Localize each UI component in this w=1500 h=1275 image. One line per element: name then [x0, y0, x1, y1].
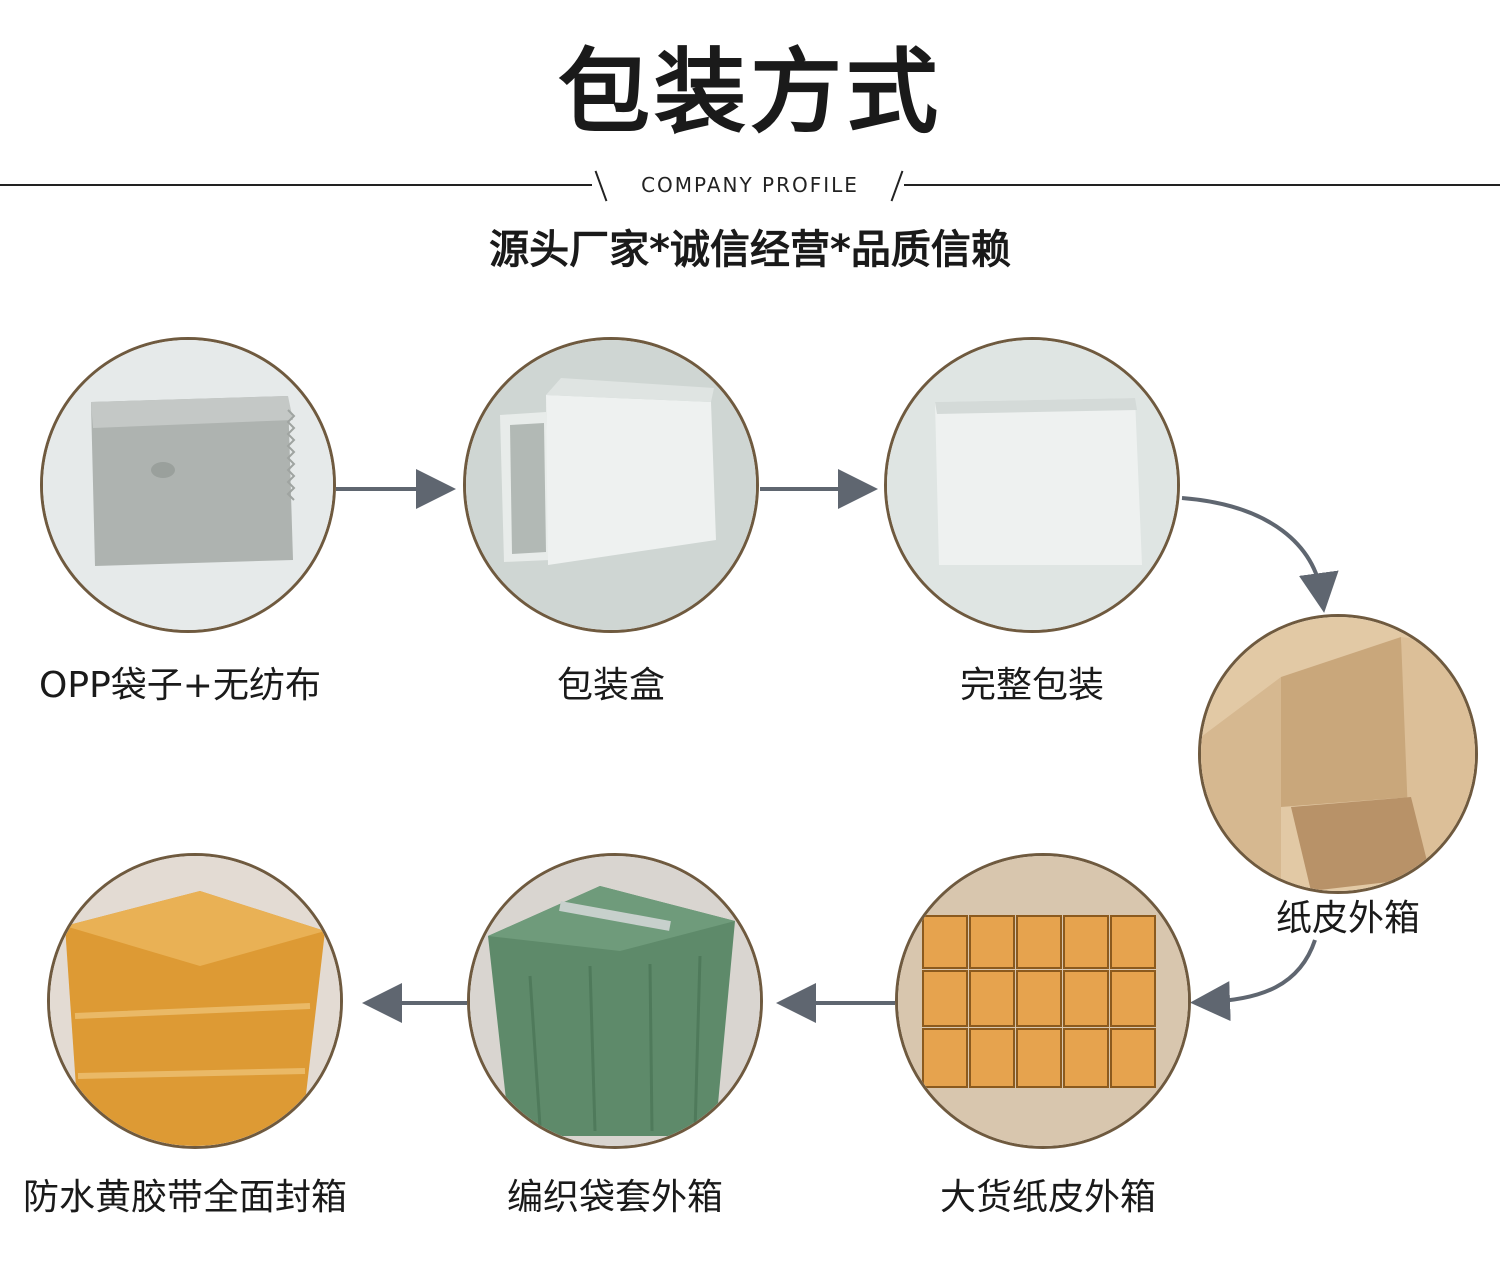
step-4-label: 纸皮外箱 — [1275, 898, 1420, 939]
woven-bag-icon — [470, 856, 760, 1146]
step-2-label: 包装盒 — [556, 665, 665, 706]
page-title: 包装方式 — [557, 39, 942, 146]
arrow-3-4 — [1181, 496, 1339, 613]
divider-left — [0, 184, 592, 186]
step-7-image — [47, 853, 343, 1149]
step-6-label: 编织袋套外箱 — [506, 1177, 723, 1218]
step-5-image — [895, 853, 1191, 1149]
step-1-image — [40, 337, 336, 633]
step-4-image — [1198, 614, 1478, 894]
step-3-label: 完整包装 — [959, 665, 1104, 706]
step-2-image — [463, 337, 759, 633]
subtitle-en: COMPANY PROFILE — [641, 173, 859, 197]
arrow-4-5 — [1190, 939, 1317, 1022]
empty-carton-icon — [1201, 617, 1475, 891]
step-3-image — [884, 337, 1180, 633]
wrapped-cloth-icon — [43, 340, 333, 630]
slogan: 源头厂家*诚信经营*品质信赖 — [489, 227, 1011, 273]
divider-right — [904, 184, 1500, 186]
step-5-label: 大货纸皮外箱 — [939, 1177, 1156, 1218]
step-7-label: 防水黄胶带全面封箱 — [22, 1177, 347, 1218]
step-1-label: OPP袋子+无纺布 — [39, 665, 321, 706]
filled-carton-icon — [898, 856, 1188, 1146]
open-box-icon — [466, 340, 756, 630]
step-6-image — [467, 853, 763, 1149]
taped-bundle-icon — [50, 856, 340, 1146]
closed-box-icon — [887, 340, 1177, 630]
